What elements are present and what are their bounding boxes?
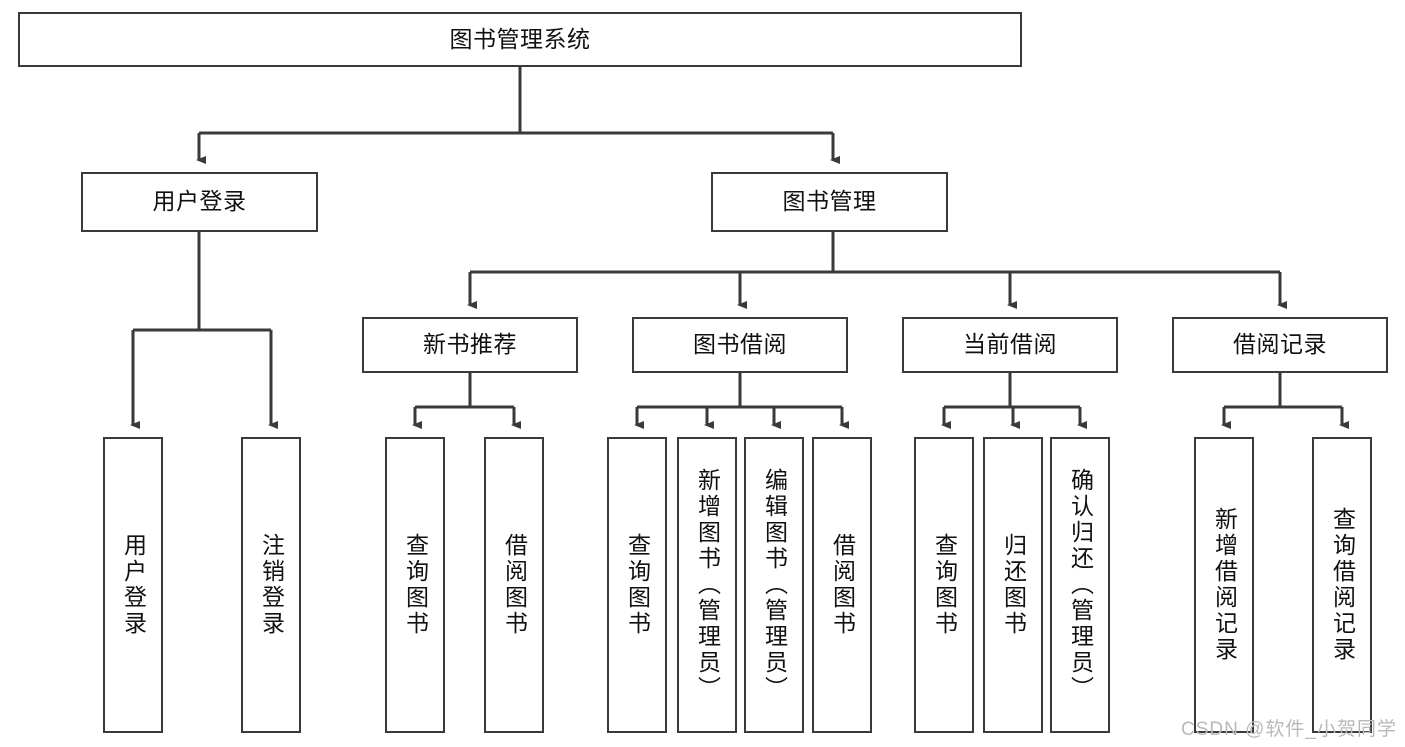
node-book-manage-label: 图书管理 xyxy=(782,188,877,215)
leaf-record-query[interactable]: 查询借阅记录 xyxy=(1312,437,1372,733)
leaf-current-return-book-label: 归还图书 xyxy=(1000,533,1027,637)
node-book-borrow[interactable]: 图书借阅 xyxy=(632,317,848,373)
leaf-current-query-book-label: 查询图书 xyxy=(931,533,958,637)
node-borrow-record-label: 借阅记录 xyxy=(1233,331,1327,358)
leaf-borrow-borrow-book[interactable]: 借阅图书 xyxy=(812,437,872,733)
leaf-borrow-query-book[interactable]: 查询图书 xyxy=(607,437,667,733)
node-book-manage[interactable]: 图书管理 xyxy=(711,172,948,232)
node-user-login-label: 用户登录 xyxy=(152,188,247,215)
leaf-current-confirm-return[interactable]: 确认归还（管理员） xyxy=(1050,437,1110,733)
node-book-borrow-label: 图书借阅 xyxy=(693,331,787,358)
node-new-book-recommend-label: 新书推荐 xyxy=(423,331,517,358)
leaf-user-login[interactable]: 用户登录 xyxy=(103,437,163,733)
leaf-newbook-borrow-book-label: 借阅图书 xyxy=(501,533,528,637)
leaf-record-query-label: 查询借阅记录 xyxy=(1329,507,1356,663)
leaf-record-add[interactable]: 新增借阅记录 xyxy=(1194,437,1254,733)
leaf-current-return-book[interactable]: 归还图书 xyxy=(983,437,1043,733)
leaf-logout-label: 注销登录 xyxy=(258,533,285,637)
leaf-current-confirm-return-label: 确认归还（管理员） xyxy=(1067,468,1094,702)
leaf-current-query-book[interactable]: 查询图书 xyxy=(914,437,974,733)
leaf-borrow-edit-book[interactable]: 编辑图书（管理员） xyxy=(744,437,804,733)
leaf-borrow-add-book[interactable]: 新增图书（管理员） xyxy=(677,437,737,733)
leaf-borrow-edit-book-label: 编辑图书（管理员） xyxy=(761,468,788,702)
node-current-borrow-label: 当前借阅 xyxy=(963,331,1057,358)
leaf-logout[interactable]: 注销登录 xyxy=(241,437,301,733)
leaf-newbook-query-book[interactable]: 查询图书 xyxy=(385,437,445,733)
leaf-newbook-query-book-label: 查询图书 xyxy=(402,533,429,637)
leaf-newbook-borrow-book[interactable]: 借阅图书 xyxy=(484,437,544,733)
leaf-record-add-label: 新增借阅记录 xyxy=(1211,507,1238,663)
node-root-system[interactable]: 图书管理系统 xyxy=(18,12,1022,67)
leaf-borrow-add-book-label: 新增图书（管理员） xyxy=(694,468,721,702)
node-root-label: 图书管理系统 xyxy=(449,25,591,52)
leaf-user-login-label: 用户登录 xyxy=(120,533,147,637)
leaf-borrow-borrow-book-label: 借阅图书 xyxy=(829,533,856,637)
watermark: CSDN @软件_小贺同学 xyxy=(1181,719,1397,740)
node-current-borrow[interactable]: 当前借阅 xyxy=(902,317,1118,373)
node-new-book-recommend[interactable]: 新书推荐 xyxy=(362,317,578,373)
leaf-borrow-query-book-label: 查询图书 xyxy=(624,533,651,637)
node-user-login[interactable]: 用户登录 xyxy=(81,172,318,232)
node-borrow-record[interactable]: 借阅记录 xyxy=(1172,317,1388,373)
